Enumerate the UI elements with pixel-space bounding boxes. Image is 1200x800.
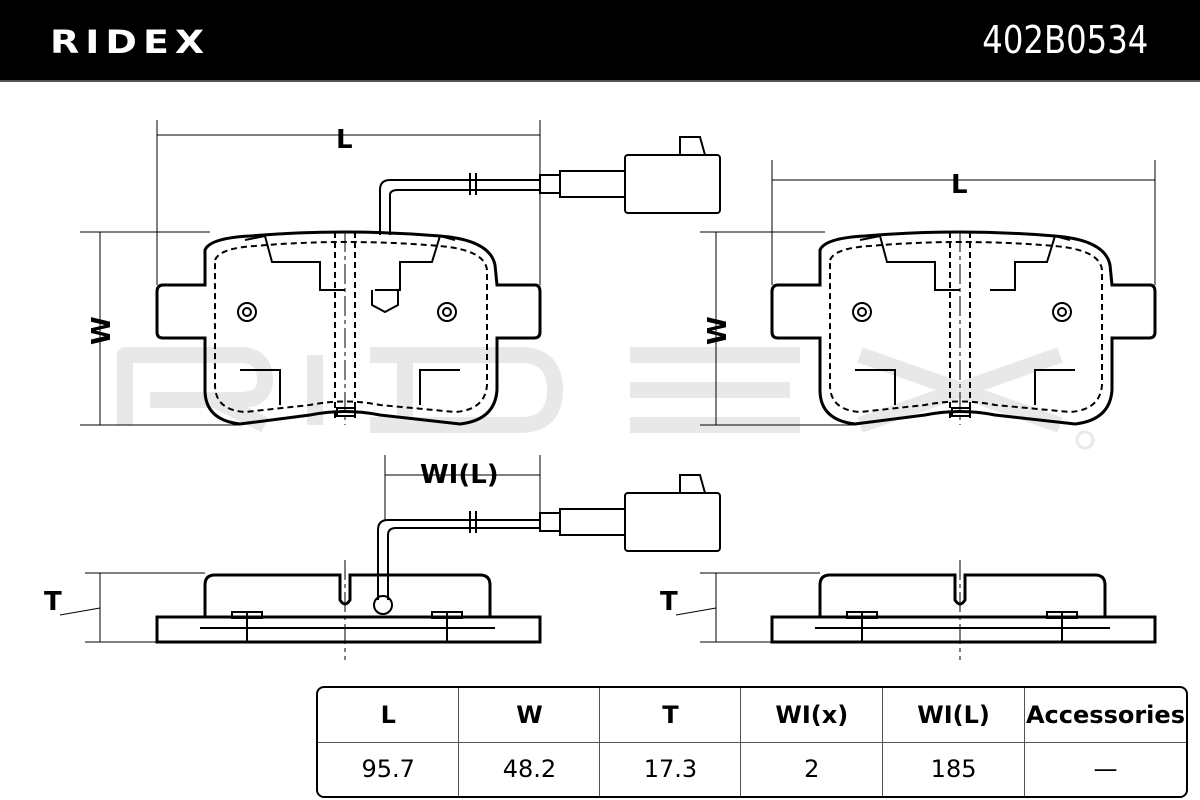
value-cell: 95.7 xyxy=(318,741,460,796)
dimension-label-width: W xyxy=(87,316,117,345)
header-bar: RIDEX 402B0534 xyxy=(0,0,1200,82)
dimension-label-wear-indicator: WI(L) xyxy=(420,460,499,490)
dimension-label-thickness: T xyxy=(44,587,62,617)
wear-sensor-connector-bottom xyxy=(469,474,721,552)
header-cell: WI(x) xyxy=(740,688,884,743)
value-cell: 185 xyxy=(882,741,1025,796)
dimension-label-thickness-right: T xyxy=(660,587,678,617)
watermark-logo xyxy=(117,347,1095,450)
header-cell: Accessories xyxy=(1023,688,1186,743)
dimension-label-length-right: L xyxy=(951,170,968,200)
specifications-table: L W T WI(x) WI(L) Accessories 95.7 48.2 … xyxy=(316,686,1188,798)
brand-logo: RIDEX xyxy=(50,23,211,61)
pad-side-view-left xyxy=(155,558,542,662)
pad-side-view-right xyxy=(770,558,1157,662)
header-cell: W xyxy=(458,688,601,743)
header-cell: T xyxy=(599,688,742,743)
header-cell: WI(L) xyxy=(882,688,1025,743)
value-cell: — xyxy=(1023,741,1186,796)
table-row: 95.7 48.2 17.3 2 185 — xyxy=(318,741,1186,796)
table-header-row: L W T WI(x) WI(L) Accessories xyxy=(318,688,1186,743)
value-cell: 17.3 xyxy=(599,741,742,796)
wear-sensor-connector-top xyxy=(469,136,721,214)
part-number: 402B0534 xyxy=(981,18,1148,62)
value-cell: 2 xyxy=(740,741,884,796)
value-cell: 48.2 xyxy=(458,741,601,796)
header-cell: L xyxy=(318,688,460,743)
dimension-label-length: L xyxy=(336,125,353,155)
dimension-label-width-right: W xyxy=(703,316,733,345)
